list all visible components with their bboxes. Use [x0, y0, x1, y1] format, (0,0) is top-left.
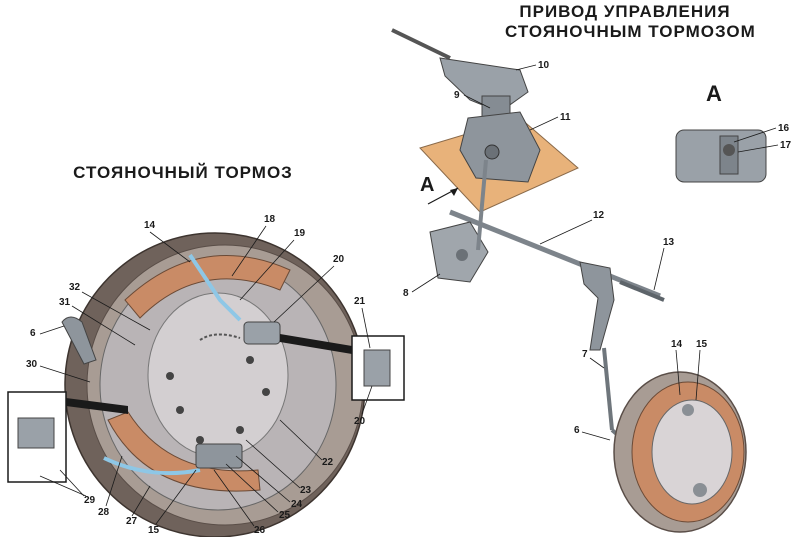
- brake-shoe-lower: [107, 411, 261, 492]
- equalizer-bracket: [429, 221, 489, 283]
- inset-pointer-left: [66, 398, 128, 414]
- callout-16: 16: [778, 123, 790, 134]
- wheel-cylinder: [243, 321, 281, 345]
- actuator-title-line1: ПРИВОД УПРАВЛЕНИЯ: [519, 2, 731, 21]
- callout-22: 22: [322, 457, 334, 468]
- rear-brake-drum: [613, 371, 747, 533]
- lever-bracket: [459, 111, 541, 183]
- lever-link: [476, 159, 488, 251]
- arrow-a-label: А: [420, 174, 436, 196]
- actuator-title: ПРИВОД УПРАВЛЕНИЯ СТОЯНОЧНЫМ ТОРМОЗОМ: [505, 2, 756, 42]
- callout-25: 25: [279, 510, 291, 521]
- actuator-title-line2: СТОЯНОЧНЫМ ТОРМОЗОМ: [505, 22, 756, 41]
- callout-13: 13: [663, 237, 675, 248]
- inset-cylinder-body: [363, 349, 391, 387]
- callout-18: 18: [264, 214, 276, 225]
- lower-spring: [103, 456, 201, 476]
- callout-6-right: 6: [574, 425, 580, 436]
- callout-8: 8: [403, 288, 409, 299]
- callout-6: 6: [30, 328, 36, 339]
- arrow-head: [450, 188, 458, 196]
- callout-19: 19: [294, 228, 306, 239]
- upper-spring: [199, 333, 241, 341]
- callout-11: 11: [560, 112, 571, 123]
- callout-14: 14: [144, 220, 156, 231]
- inset-pointer: [280, 334, 352, 354]
- callout-10: 10: [538, 60, 550, 71]
- callout-30: 30: [26, 359, 38, 370]
- brake-title: СТОЯНОЧНЫЙ ТОРМОЗ: [73, 163, 293, 182]
- callout-23: 23: [300, 485, 312, 496]
- callout-21: 21: [354, 296, 366, 307]
- callout-29: 29: [84, 495, 96, 506]
- brake-shoe-upper: [124, 254, 291, 319]
- callout-20-bottom: 20: [354, 416, 366, 427]
- callout-28: 28: [98, 507, 110, 518]
- rear-cable: [619, 280, 665, 302]
- callout-24: 24: [291, 499, 303, 510]
- callout-15-right: 15: [696, 339, 708, 350]
- callout-7: 7: [582, 349, 588, 360]
- adjuster: [195, 443, 243, 469]
- callout-15: 15: [148, 525, 160, 536]
- plate-holes: [166, 356, 270, 444]
- callout-20-top: 20: [333, 254, 345, 265]
- callout-14-right: 14: [671, 339, 683, 350]
- callout-27: 27: [126, 516, 138, 527]
- callout-labels: 10 9 11 16 17 12 13 8 7 6 14 15 14: [26, 60, 792, 536]
- view-a-label: А: [706, 81, 723, 106]
- callout-31: 31: [59, 297, 71, 308]
- inset-adjuster-body: [17, 417, 55, 449]
- parking-lever: [61, 316, 97, 365]
- callout-9: 9: [454, 90, 460, 101]
- view-a-inset: [675, 129, 767, 183]
- return-spring: [188, 253, 242, 322]
- callout-26: 26: [254, 525, 266, 536]
- callout-32: 32: [69, 282, 81, 293]
- callout-12: 12: [593, 210, 605, 221]
- callout-17: 17: [780, 140, 792, 151]
